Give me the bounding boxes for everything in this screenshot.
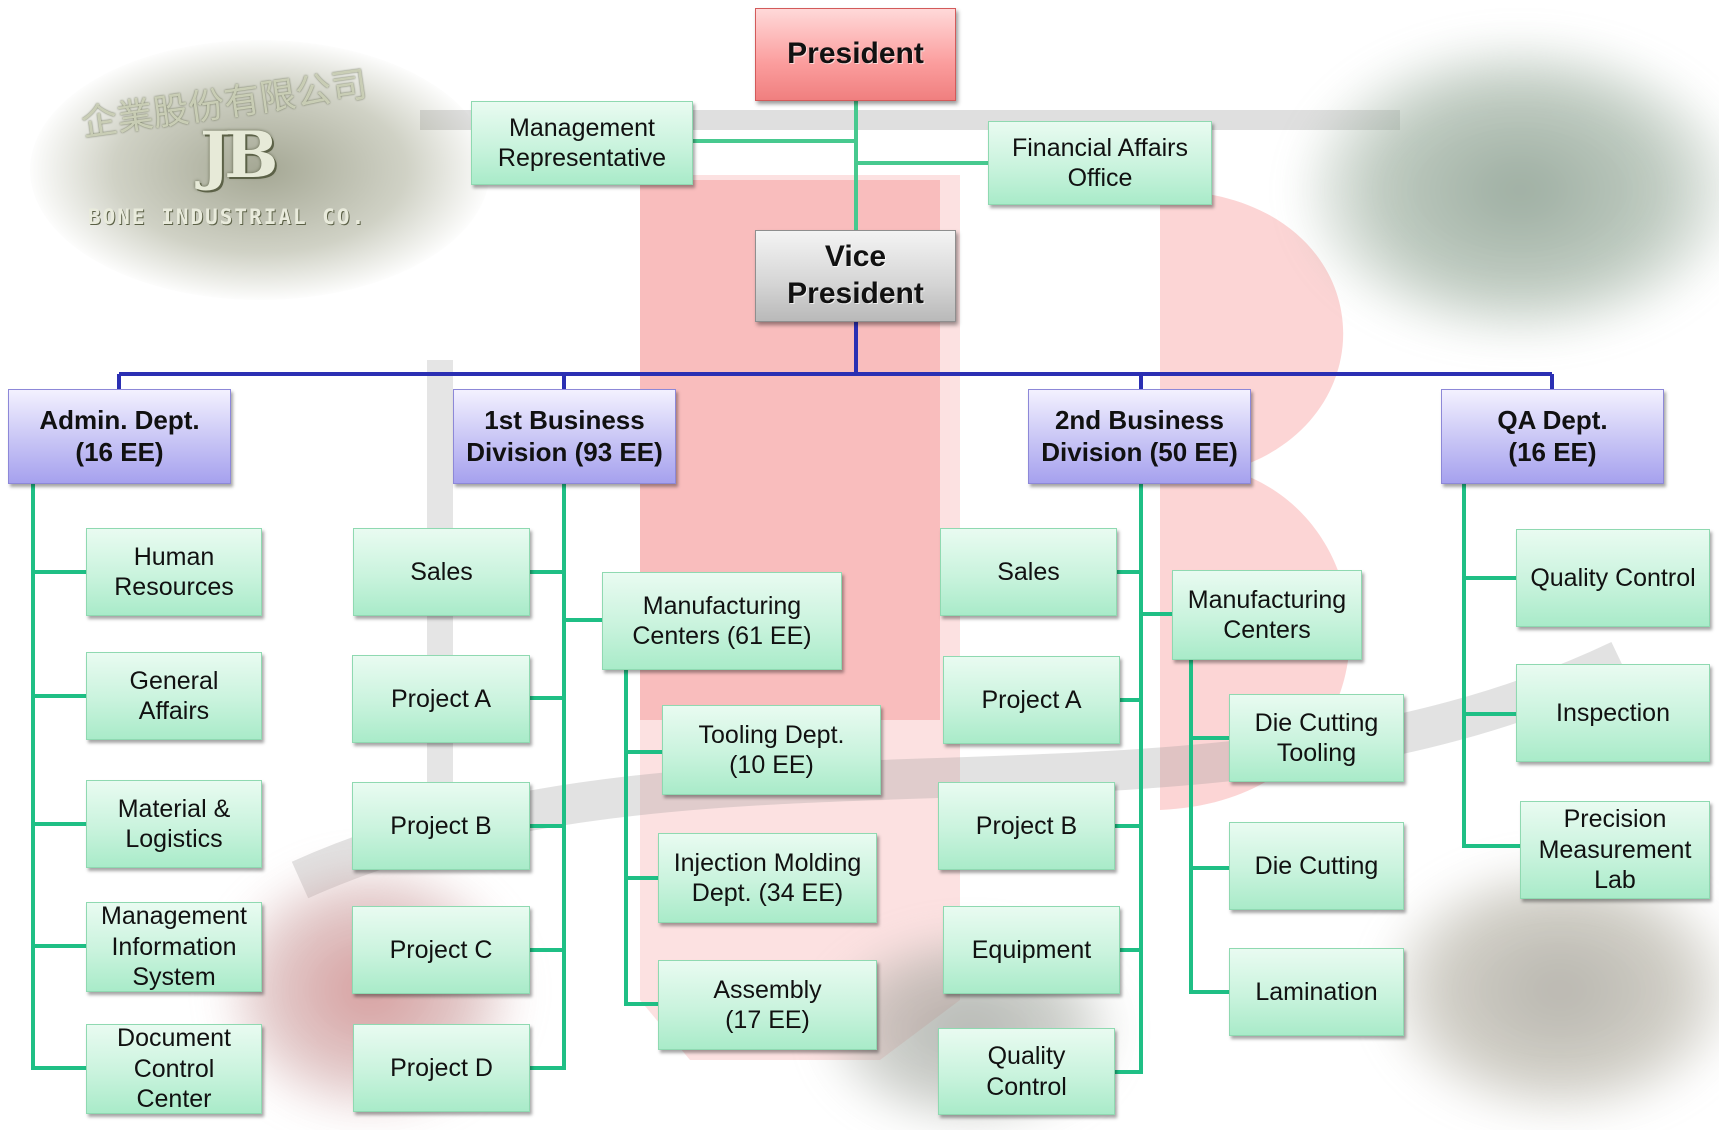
qa-unit-inspection: Inspection (1516, 664, 1710, 762)
unit-label: Project C (389, 935, 493, 964)
unit-label: Sales (410, 557, 473, 586)
qa-dept-label: QA Dept. (16 EE) (1497, 404, 1608, 467)
unit-label: Tooling Dept. (10 EE) (698, 720, 845, 780)
div1-unit-project-d: Project D (353, 1024, 530, 1112)
div1-tooling-dept: Tooling Dept. (10 EE) (662, 705, 881, 795)
div1-injection-molding-dept: Injection Molding Dept. (34 EE) (658, 833, 877, 923)
unit-label: Die Cutting (1254, 851, 1379, 880)
div2-lamination: Lamination (1229, 948, 1404, 1036)
div2-unit-project-a: Project A (943, 656, 1120, 744)
admin-dept-label: Admin. Dept. (16 EE) (39, 404, 200, 467)
unit-label: Sales (997, 557, 1060, 586)
div1-unit-project-a: Project A (352, 655, 530, 743)
unit-label: Human Resources (114, 542, 234, 602)
unit-label: Quality Control (986, 1042, 1067, 1101)
unit-label: Project B (975, 811, 1078, 840)
unit-label: Equipment (971, 935, 1092, 964)
div2-unit-equipment: Equipment (943, 906, 1120, 994)
admin-unit-management-information-system: Management Information System (86, 902, 262, 992)
div2-manufacturing-centers: Manufacturing Centers (1172, 570, 1362, 660)
unit-label: Precision Measurement Lab (1538, 805, 1692, 895)
div1-manufacturing-centers: Manufacturing Centers (61 EE) (602, 572, 842, 670)
unit-label: Inspection (1556, 698, 1670, 727)
vice-president-label: Vice President (787, 240, 924, 310)
div2-unit-quality-control: Quality Control (938, 1028, 1115, 1115)
qa-unit-quality-control: Quality Control (1516, 529, 1710, 627)
unit-label: Manufacturing Centers (1187, 585, 1347, 645)
admin-unit-material-logistics: Material & Logistics (86, 780, 262, 868)
company-logo-mark: JB (200, 118, 278, 193)
president-label: President (787, 37, 924, 71)
unit-label: Manufacturing Centers (61 EE) (632, 591, 812, 651)
unit-label: Management Information System (101, 902, 247, 992)
div2-die-cutting-tooling: Die Cutting Tooling (1229, 694, 1404, 782)
unit-label: Quality Control (1530, 563, 1696, 592)
first-business-division-box: 1st Business Division (93 EE) (453, 389, 676, 484)
admin-unit-general-affairs: General Affairs (86, 652, 262, 740)
unit-label: Project A (390, 684, 492, 713)
div1-unit-sales: Sales (353, 528, 530, 616)
qa-dept-box: QA Dept. (16 EE) (1441, 389, 1664, 484)
first-business-division-label: 1st Business Division (93 EE) (466, 404, 663, 467)
div1-assembly: Assembly (17 EE) (658, 960, 877, 1050)
top-connectors (693, 101, 988, 230)
financial-affairs-office-label: Financial Affairs Office (1011, 133, 1188, 193)
vice-president-box: Vice President (755, 230, 956, 322)
unit-label: General Affairs (129, 666, 219, 726)
div2-unit-sales: Sales (940, 528, 1117, 616)
company-logo-english: BONE INDUSTRIAL CO. (88, 205, 367, 229)
vp-department-connectors (117, 322, 1554, 389)
admin-unit-human-resources: Human Resources (86, 528, 262, 616)
unit-label: Injection Molding Dept. (34 EE) (673, 848, 862, 908)
qa-unit-precision-measurement-lab: Precision Measurement Lab (1520, 801, 1710, 899)
admin-unit-document-control-center: Document Control Center (86, 1024, 262, 1114)
unit-label: Die Cutting Tooling (1254, 708, 1379, 768)
factory-photo-top-right (1300, 40, 1719, 340)
div1-unit-project-c: Project C (352, 906, 530, 994)
unit-label: Material & Logistics (117, 794, 231, 854)
company-logo-halo (30, 40, 490, 300)
unit-connectors (31, 484, 1520, 1074)
div2-unit-project-b: Project B (938, 782, 1115, 870)
management-representative-box: Management Representative (471, 101, 693, 185)
admin-dept-box: Admin. Dept. (16 EE) (8, 389, 231, 484)
second-business-division-box: 2nd Business Division (50 EE) (1028, 389, 1251, 484)
president-box: President (755, 8, 956, 101)
warehouse-photo-bottom-right (1380, 860, 1719, 1120)
unit-label: Assembly (17 EE) (713, 975, 822, 1035)
div2-die-cutting: Die Cutting (1229, 822, 1404, 910)
management-representative-label: Management Representative (497, 113, 667, 173)
second-business-division-label: 2nd Business Division (50 EE) (1041, 404, 1238, 467)
unit-label: Project D (390, 1053, 493, 1082)
div1-unit-project-b: Project B (352, 782, 530, 870)
unit-label: Project A (981, 685, 1082, 714)
unit-label: Document Control Center (117, 1024, 231, 1114)
unit-label: Lamination (1255, 977, 1378, 1006)
financial-affairs-office-box: Financial Affairs Office (988, 121, 1212, 205)
unit-label: Project B (390, 811, 492, 840)
